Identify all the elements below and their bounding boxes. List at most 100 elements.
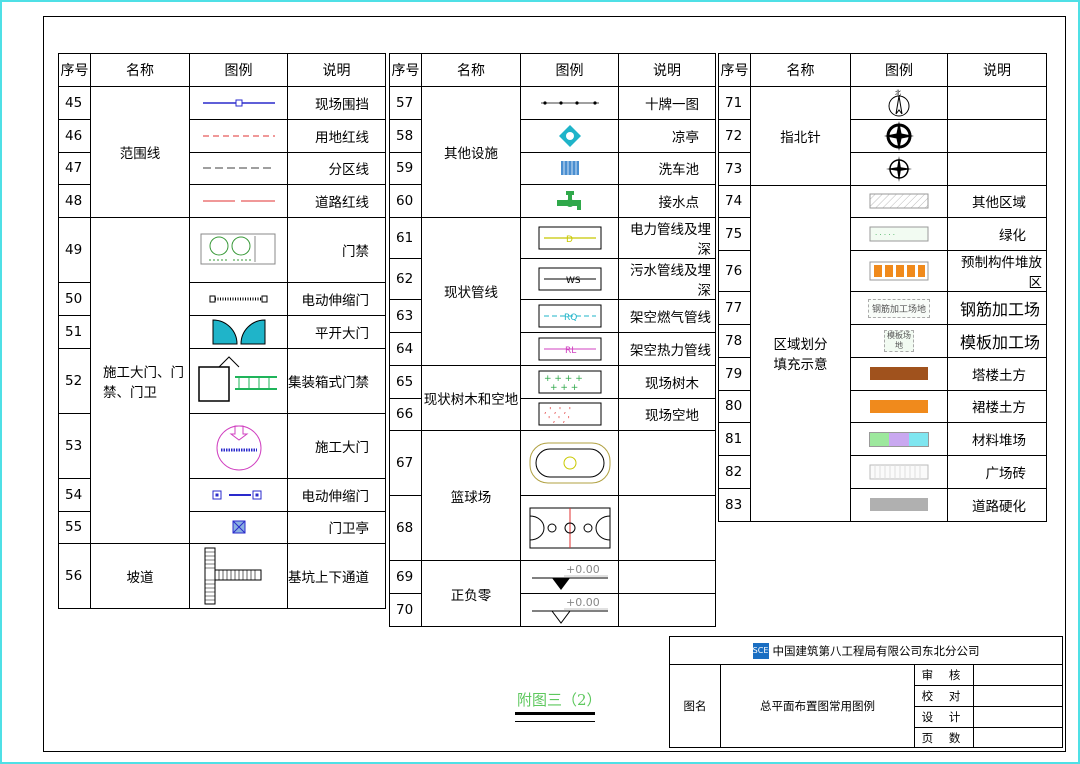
legend-description: 门禁 bbox=[287, 217, 386, 284]
basketball-court-symbol bbox=[520, 495, 619, 562]
legend-description: 电动伸缩门 bbox=[287, 282, 386, 316]
row-number: 82 bbox=[718, 455, 751, 489]
legend-description: 其他区域 bbox=[947, 184, 1047, 219]
legend-description: 十牌一图 bbox=[618, 86, 716, 120]
row-number: 83 bbox=[718, 487, 751, 522]
category-name: 施工大门、门禁、门卫 bbox=[90, 217, 190, 545]
gray-swatch bbox=[870, 498, 928, 512]
pages-value bbox=[974, 728, 1062, 748]
orange-swatch bbox=[870, 399, 928, 413]
north-arrow-compass-icon bbox=[850, 118, 948, 153]
row-number: 53 bbox=[58, 412, 91, 479]
legend-description: 凉亭 bbox=[618, 118, 716, 153]
swatch-text: 模板场地 bbox=[884, 329, 914, 352]
row-number: 49 bbox=[58, 217, 91, 284]
row-number: 52 bbox=[58, 347, 91, 414]
legend-description: 道路硬化 bbox=[947, 487, 1047, 522]
legend-description: 架空燃气管线 bbox=[618, 299, 716, 333]
header-desc: 说明 bbox=[618, 53, 716, 87]
category-name: 其他设施 bbox=[421, 85, 521, 219]
container-gate-symbol bbox=[189, 347, 288, 414]
construction-gate-symbol bbox=[189, 412, 288, 479]
row-number: 79 bbox=[718, 356, 751, 391]
row-number: 59 bbox=[389, 151, 422, 186]
svg-text:· · · · ·: · · · · · bbox=[875, 231, 895, 239]
north-arrow-star-icon bbox=[850, 151, 948, 186]
row-number: 54 bbox=[58, 477, 91, 512]
category-name: 现状树木和空地 bbox=[421, 364, 521, 432]
swing-gate-symbol bbox=[189, 314, 288, 349]
row-number: 61 bbox=[389, 217, 422, 260]
access-control-symbol bbox=[189, 217, 288, 284]
pipe-label: WS bbox=[566, 276, 581, 286]
heat-line-symbol: RL bbox=[520, 331, 619, 366]
multicolor-swatch bbox=[869, 431, 929, 447]
legend-description: 分区线 bbox=[287, 151, 386, 186]
legend-description: 基坑上下通道 bbox=[287, 543, 386, 610]
row-number: 75 bbox=[718, 217, 751, 252]
road-red-line-symbol bbox=[189, 184, 288, 219]
legend-description: 现场围挡 bbox=[287, 86, 386, 120]
row-number: 58 bbox=[389, 118, 422, 153]
svg-text:, ' , ' , ': , ' , ' , ' bbox=[544, 406, 571, 415]
row-number: 81 bbox=[718, 422, 751, 457]
category-name: 正负零 bbox=[421, 560, 521, 627]
row-number: 60 bbox=[389, 184, 422, 219]
elevation-text: +0.00 bbox=[566, 596, 600, 609]
legend-description: 接水点 bbox=[618, 184, 716, 219]
retractable-gate-symbol bbox=[189, 477, 288, 512]
zero-level-filled-symbol: +0.00 bbox=[520, 560, 619, 595]
row-number: 56 bbox=[58, 543, 91, 610]
power-line-symbol: D bbox=[520, 217, 619, 260]
legend-description: 现场树木 bbox=[618, 364, 716, 399]
signboard-symbol bbox=[520, 86, 619, 120]
legend-description: 塔楼土方 bbox=[947, 356, 1047, 391]
material-yard-swatch bbox=[850, 422, 948, 457]
pipe-label: D bbox=[566, 235, 573, 245]
sewage-line-symbol: WS bbox=[520, 258, 619, 301]
tower-earthwork-swatch bbox=[850, 356, 948, 391]
pages-label: 页 数 bbox=[915, 728, 974, 747]
row-number: 63 bbox=[389, 299, 422, 333]
svg-text:' , ' , ': ' , ' , ' bbox=[548, 415, 570, 424]
legend-description: 电动伸缩门 bbox=[287, 477, 386, 512]
pipe-label: RL bbox=[565, 346, 576, 356]
header-legend: 图例 bbox=[850, 53, 948, 87]
gas-line-symbol: RQ bbox=[520, 299, 619, 333]
row-number: 57 bbox=[389, 86, 422, 120]
svg-text:+ + + +: + + + + bbox=[544, 374, 583, 384]
header-name: 名称 bbox=[750, 53, 851, 87]
legend-description: 预制构件堆放区 bbox=[947, 250, 1047, 293]
company-logo-icon: CSCEC bbox=[747, 642, 774, 659]
check-value bbox=[974, 686, 1062, 707]
north-letter: 北 bbox=[895, 89, 901, 97]
row-number: 48 bbox=[58, 184, 91, 219]
legend-description: 污水管线及埋深 bbox=[618, 258, 716, 301]
legend-description: 电力管线及埋深 bbox=[618, 217, 716, 260]
legend-description: 现场空地 bbox=[618, 397, 716, 432]
header-no: 序号 bbox=[718, 53, 751, 87]
legend-description bbox=[947, 86, 1047, 120]
company-row: CSCEC 中国建筑第八工程局有限公司东北分公司 bbox=[670, 637, 1062, 665]
legend-description: 模板加工场 bbox=[947, 323, 1047, 358]
svg-text:+ + +: + + + bbox=[550, 383, 578, 393]
row-number: 45 bbox=[58, 86, 91, 120]
header-no: 序号 bbox=[389, 53, 422, 87]
pipe-label: RQ bbox=[564, 313, 577, 323]
row-number: 76 bbox=[718, 250, 751, 293]
header-legend: 图例 bbox=[520, 53, 619, 87]
row-number: 66 bbox=[389, 397, 422, 432]
category-name: 篮球场 bbox=[421, 430, 521, 562]
design-label: 设 计 bbox=[915, 707, 974, 728]
guard-booth-symbol bbox=[189, 510, 288, 545]
road-hardening-swatch bbox=[850, 487, 948, 522]
row-number: 46 bbox=[58, 118, 91, 153]
legend-table-3: 序号 名称 图例 说明 71 指北针 北 72 73 74 区域划分填充示意 其… bbox=[718, 53, 1047, 522]
row-number: 71 bbox=[718, 86, 751, 120]
legend-description-empty bbox=[618, 560, 716, 595]
row-number: 67 bbox=[389, 430, 422, 497]
header-no: 序号 bbox=[58, 53, 91, 87]
water-point-symbol bbox=[520, 184, 619, 219]
category-name: 坡道 bbox=[90, 543, 190, 610]
review-label: 审 核 bbox=[915, 665, 974, 686]
